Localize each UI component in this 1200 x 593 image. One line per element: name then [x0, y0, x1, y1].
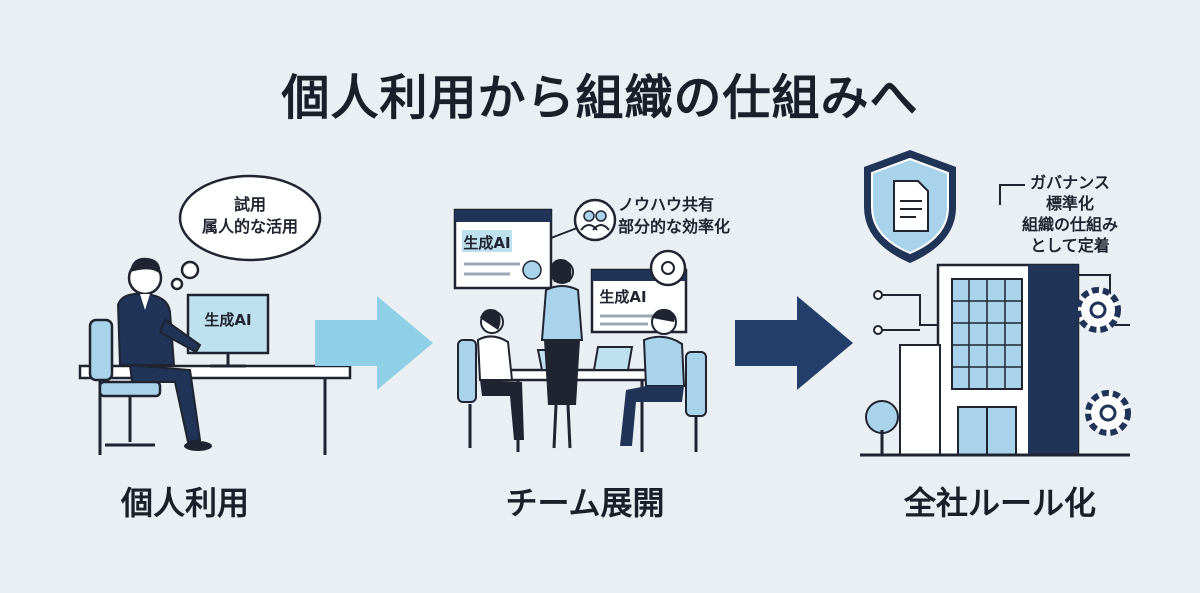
seated-person-right	[620, 309, 707, 452]
team-note-line-1: ノウハウ共有	[618, 195, 715, 214]
thought-bubble	[170, 174, 322, 291]
stage-label-company: 全社ルール化	[903, 484, 1096, 522]
person-at-desk	[116, 257, 212, 451]
desk	[78, 364, 352, 455]
individual-use-illustration	[78, 174, 352, 455]
tree-icon	[865, 400, 899, 455]
people-icon	[573, 198, 617, 242]
gear-icon	[649, 249, 687, 287]
document-icon	[893, 180, 929, 232]
page-title: 個人利用から組織の仕組みへ	[281, 70, 919, 126]
company-note-line-4: として定着	[1030, 236, 1110, 255]
stage-label-team: チーム展開	[505, 484, 665, 522]
team-rollout-illustration	[453, 198, 707, 452]
window-left-label: 生成AI	[463, 234, 511, 252]
arrow-light-icon	[315, 296, 433, 390]
office-chair	[88, 318, 162, 447]
gear-icon	[1075, 287, 1121, 333]
standing-presenter	[540, 259, 584, 449]
team-note-line-2: 部分的な効率化	[618, 217, 731, 236]
arrow-dark-icon	[735, 296, 853, 390]
gear-icon	[1085, 390, 1131, 436]
stage-label-individual: 個人利用	[120, 484, 249, 522]
seated-person-left	[457, 309, 524, 448]
monitor-screen-label: 生成AI	[204, 311, 252, 329]
window-right-label: 生成AI	[599, 288, 647, 306]
company-note-line-2: 標準化	[1045, 194, 1094, 213]
company-note-line-3: 組織の仕組み	[1021, 215, 1118, 234]
side-building	[899, 344, 941, 456]
company-wide-illustration	[860, 150, 1131, 457]
monitor	[186, 293, 270, 368]
thought-bubble-line-2: 属人的な活用	[201, 217, 298, 236]
company-note-line-1: ガバナンス	[1030, 173, 1110, 192]
thought-bubble-line-1: 試用	[233, 195, 266, 214]
laptop-icon	[592, 346, 634, 371]
ai-window-left	[453, 208, 553, 290]
office-building	[936, 263, 1080, 457]
